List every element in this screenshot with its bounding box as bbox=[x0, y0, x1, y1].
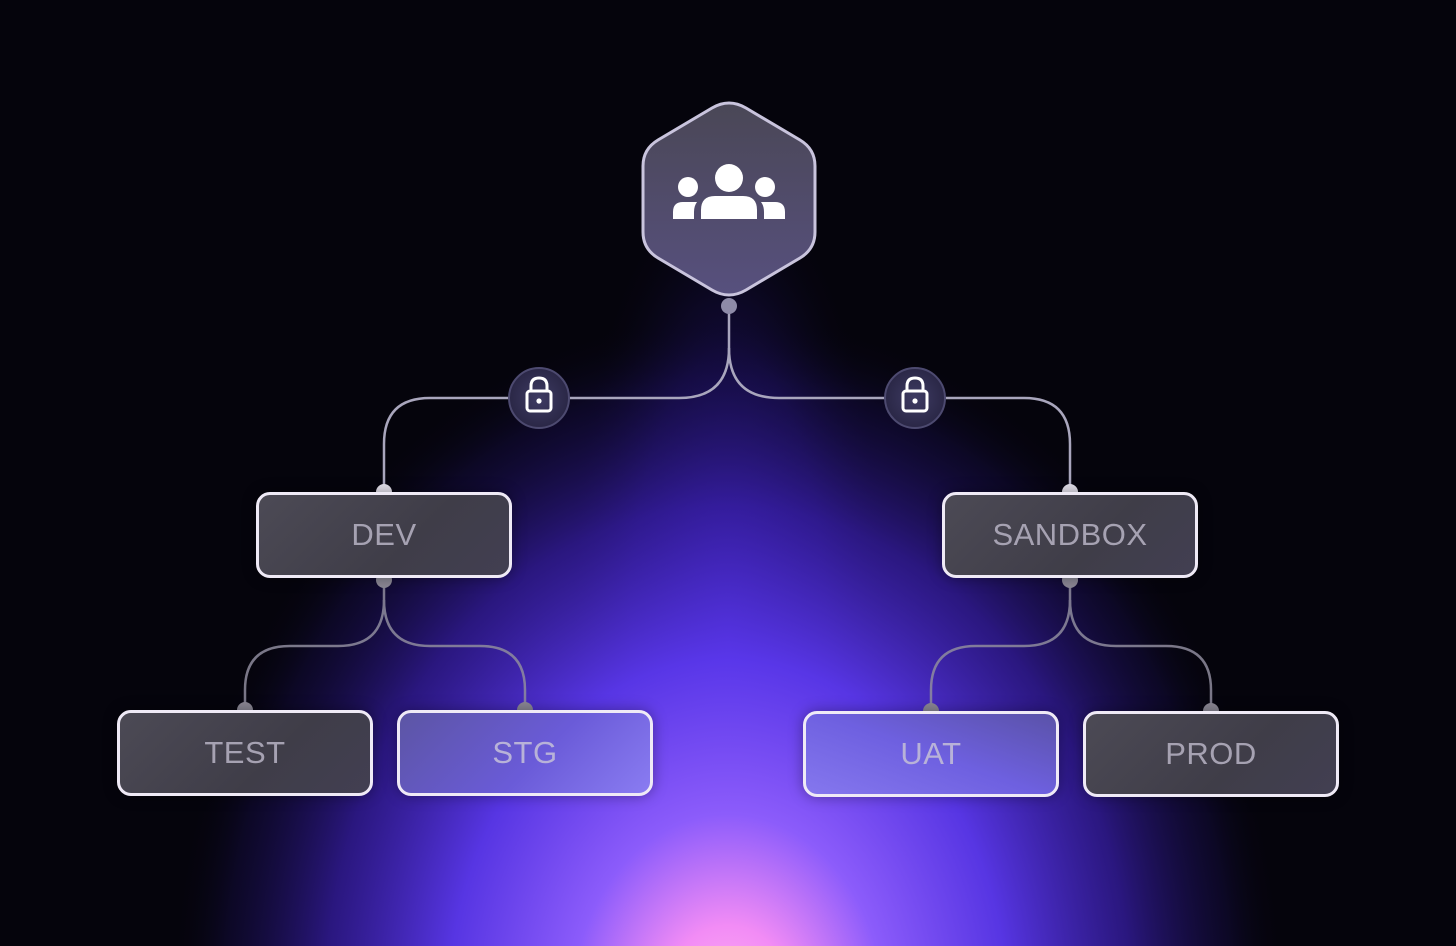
node-test[interactable]: TEST bbox=[117, 710, 373, 796]
team-icon bbox=[673, 164, 785, 219]
lock-icon bbox=[901, 376, 929, 413]
dot-root-bottom bbox=[721, 298, 737, 314]
lock-icon bbox=[525, 376, 553, 413]
connector-root-branches bbox=[382, 306, 1072, 492]
node-prod[interactable]: PROD bbox=[1083, 711, 1339, 797]
node-uat[interactable]: UAT bbox=[803, 711, 1059, 797]
root-hexagon[interactable] bbox=[641, 101, 817, 297]
node-stg[interactable]: STG bbox=[397, 710, 653, 796]
node-sandbox[interactable]: SANDBOX bbox=[942, 492, 1198, 578]
connector-dev-branches bbox=[243, 580, 527, 710]
lock-badge-left[interactable] bbox=[508, 367, 570, 429]
node-dev[interactable]: DEV bbox=[256, 492, 512, 578]
connector-sandbox-branches bbox=[929, 580, 1213, 711]
lock-badge-right[interactable] bbox=[884, 367, 946, 429]
